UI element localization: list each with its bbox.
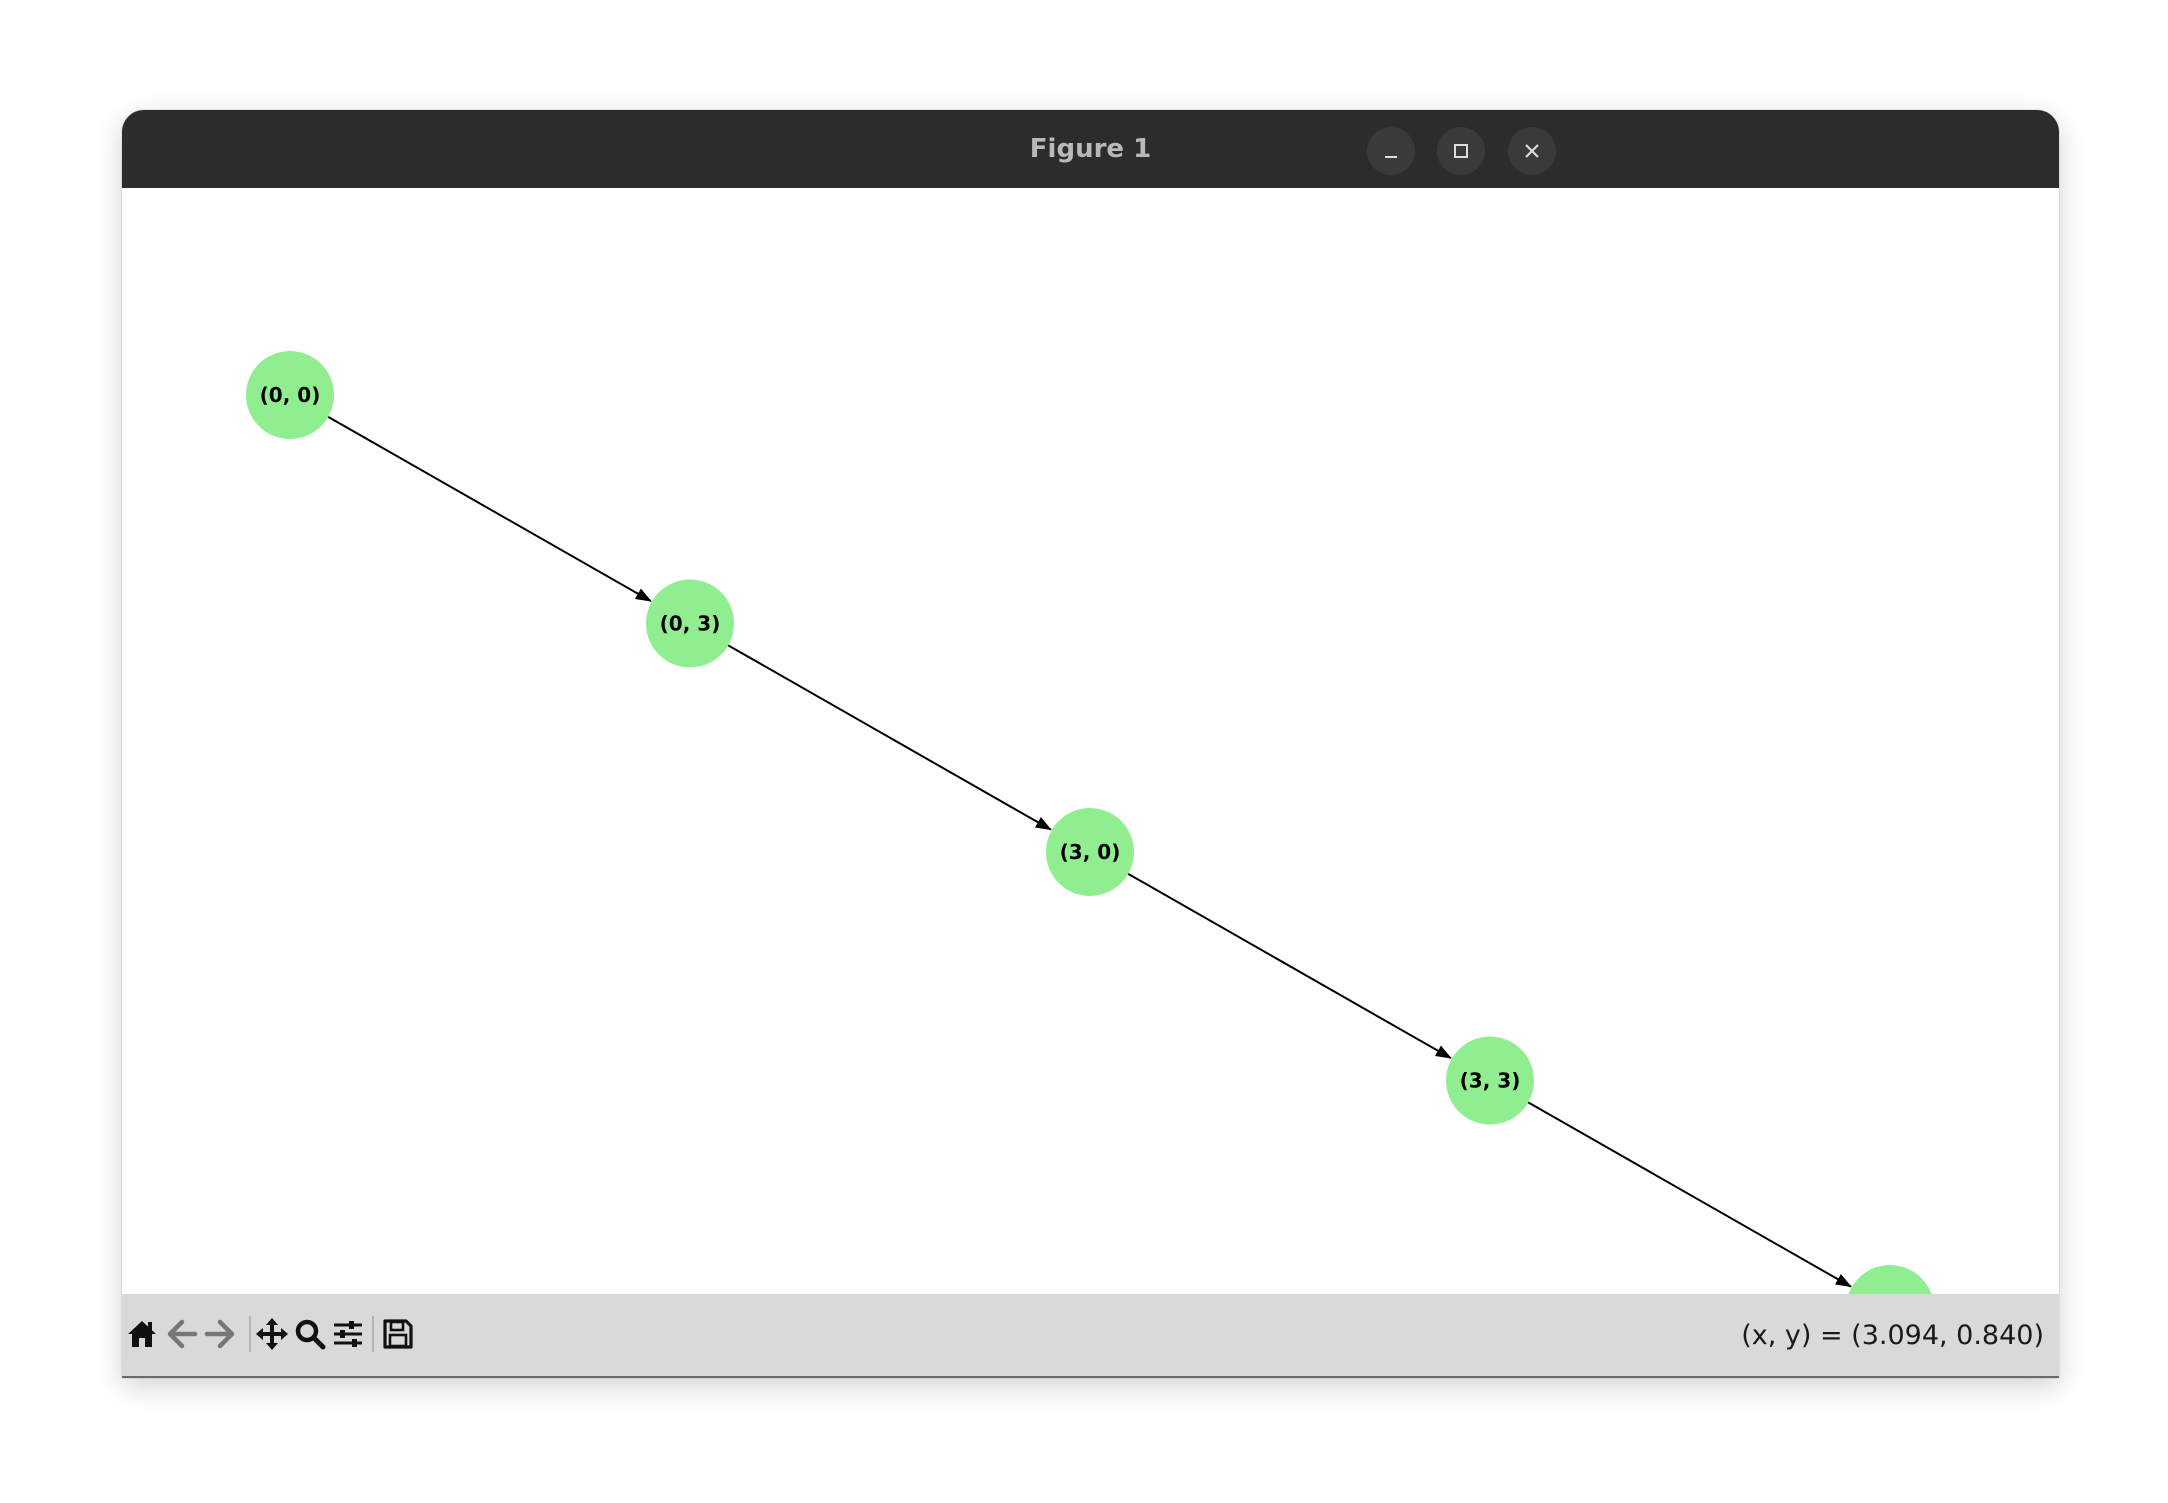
pan-button[interactable] [252,1314,292,1354]
close-button[interactable] [1508,127,1556,175]
node-circle [1046,808,1134,896]
toolbar-separator [249,1316,251,1352]
home-button[interactable] [122,1314,162,1354]
toolbar-separator [372,1316,374,1352]
graph-node-2: (3, 0) [1046,808,1134,896]
node-label: (3, 0) [1060,840,1121,864]
graph-plot: (0, 0) (0, 3) (3, 0) (3, 3) (4, 2) [246,351,1934,1353]
node-circle [1446,1036,1534,1125]
graph-node-4: (4, 2) [1846,1265,1934,1353]
graph-edge-0 [327,415,652,603]
node-label: (0, 0) [260,383,321,407]
arrow-left-icon [167,1319,198,1349]
node-label: (0, 3) [660,612,721,636]
arrow-right-icon [204,1319,235,1349]
window-title: Figure 1 [1029,134,1152,164]
zoom-button[interactable] [290,1314,330,1354]
node-circle [1846,1265,1934,1353]
save-button[interactable] [378,1314,418,1354]
graph-edge-3 [1527,1101,1852,1288]
graph-node-0: (0, 0) [246,351,334,439]
back-button[interactable] [162,1314,202,1354]
floppy-disk-icon [383,1319,413,1349]
navigation-toolbar: (x, y) = (3.094, 0.840) [122,1294,2059,1378]
cursor-coordinates: (x, y) = (3.094, 0.840) [1741,1320,2044,1351]
sliders-icon [334,1321,362,1347]
move-icon [256,1318,288,1350]
node-circle [646,579,734,668]
figure-window: Figure 1 (0, 0)(0, 3)(3 [122,110,2059,1378]
maximize-icon [1454,144,1468,158]
maximize-button[interactable] [1437,127,1485,175]
graph-edge-1 [727,644,1052,831]
title-bar[interactable]: Figure 1 [122,110,2059,188]
edges-layer [327,415,1852,1288]
graph-node-3: (3, 3) [1446,1036,1534,1125]
graph-node-1: (0, 3) [646,579,734,668]
minimize-icon [1385,156,1397,158]
magnifier-icon [295,1319,326,1350]
configure-subplots-button[interactable] [328,1314,368,1354]
forward-button[interactable] [200,1314,240,1354]
close-icon [1525,144,1539,158]
figure-canvas[interactable]: (0, 0) (0, 3) (3, 0) (3, 3) (4, 2) [122,188,2059,1353]
home-icon [128,1321,156,1347]
node-label: (3, 3) [1460,1069,1521,1093]
graph-edge-2 [1127,872,1452,1060]
node-circle [246,351,334,439]
minimize-button[interactable] [1367,127,1415,175]
nodes-layer: (0, 0) (0, 3) (3, 0) (3, 3) (4, 2) [246,351,1934,1353]
